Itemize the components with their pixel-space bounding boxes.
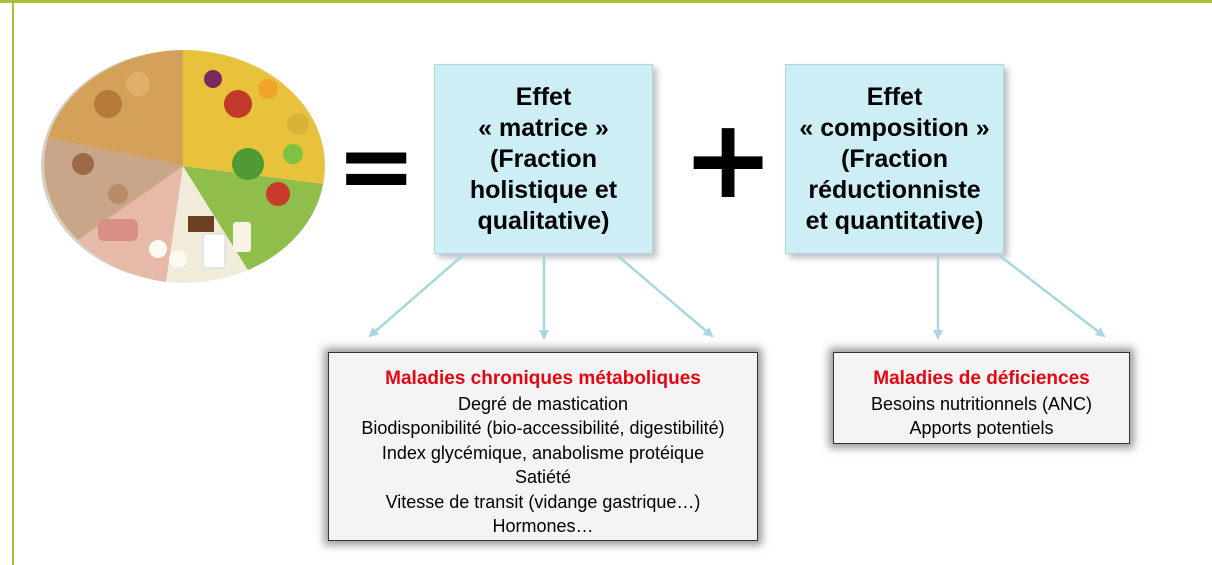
arrow-matrice-left (368, 255, 463, 338)
chronic-factor-item: Biodisponibilité (bio-accessibilité, dig… (361, 418, 725, 438)
deficiency-factor-item: Apports potentiels (909, 418, 1054, 438)
effect-matrice-box: Effet « matrice » (Fraction holistique e… (434, 64, 653, 254)
food-plate-image (41, 50, 325, 283)
effect-matrice-line: holistique et (469, 175, 618, 204)
chronic-diseases-title: Maladies chroniques métaboliques (385, 368, 701, 389)
deficiency-diseases-box: Maladies de déficiences Besoins nutritio… (833, 352, 1130, 444)
plus-sign: + (682, 95, 775, 223)
effect-matrice-line: Effet (515, 82, 572, 111)
effect-matrice-line: qualitative) (477, 206, 610, 235)
effect-composition-line: Effet (866, 82, 923, 111)
frame-top-line (0, 0, 1212, 3)
chronic-diseases-box: Maladies chroniques métaboliques Degré d… (328, 352, 758, 541)
arrow-matrice-right (617, 255, 714, 338)
effect-composition-line: « composition » (799, 113, 990, 142)
arrow-composition-right (999, 255, 1106, 338)
chronic-factor-item: Satiété (514, 467, 572, 487)
chronic-factor-item: Degré de mastication (457, 393, 629, 414)
chronic-factor-item: Hormones… (492, 516, 594, 536)
deficiency-diseases-title: Maladies de déficiences (873, 368, 1090, 389)
effect-matrice-line: « matrice » (478, 113, 609, 142)
effect-composition-box: Effet « composition » (Fraction réductio… (785, 64, 1004, 254)
frame-left-line (12, 0, 14, 565)
deficiency-factor-item: Besoins nutritionnels (ANC) (870, 393, 1093, 414)
effect-matrice-line: (Fraction (490, 144, 597, 173)
effect-composition-line: réductionniste (808, 175, 981, 204)
chronic-factor-item: Vitesse de transit (vidange gastrique…) (385, 491, 701, 512)
effect-composition-line: (Fraction (841, 144, 948, 173)
equals-sign: = (336, 110, 417, 222)
chronic-factor-item: Index glycémique, anabolisme protéique (381, 442, 705, 463)
effect-composition-line: et quantitative) (805, 206, 984, 235)
